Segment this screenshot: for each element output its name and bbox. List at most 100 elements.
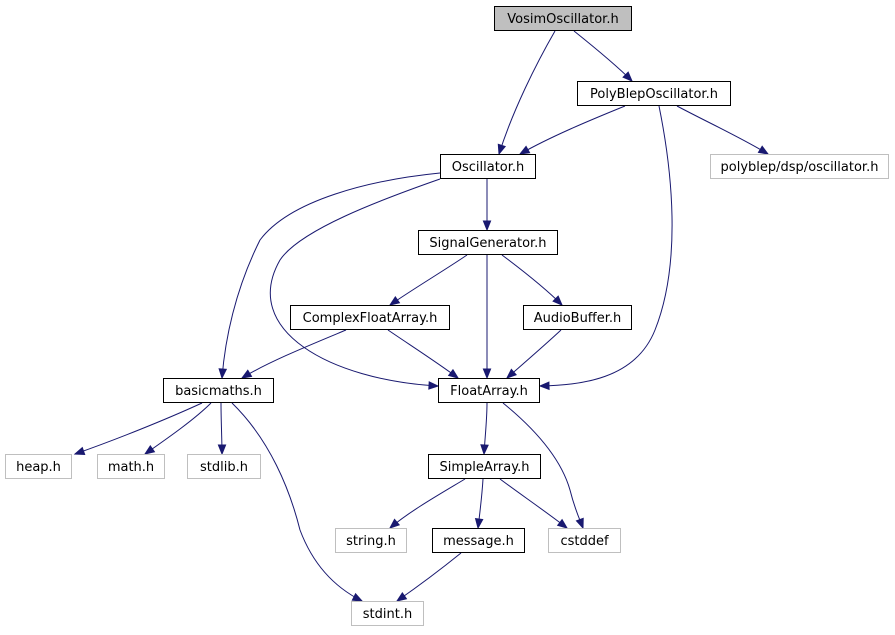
edge-arrowhead (556, 518, 569, 529)
edge-arrowhead (552, 295, 563, 306)
edge-vosim-to-oscillator (497, 30, 556, 156)
edge-arrowhead (482, 368, 492, 380)
node-label: heap.h (16, 460, 61, 475)
edge-arrowhead (447, 368, 460, 379)
edge-line (499, 478, 568, 529)
edge-line (389, 254, 468, 306)
node-label: message.h (443, 534, 514, 549)
node-oscillator[interactable]: Oscillator.h (440, 154, 536, 179)
node-siggen[interactable]: SignalGenerator.h (418, 230, 558, 255)
edge-line (498, 30, 556, 155)
node-box (523, 305, 632, 330)
edge-oscillator-to-basicmaths (218, 172, 441, 380)
edge-basicmaths-to-heap (73, 402, 203, 455)
edge-line (389, 478, 466, 529)
edge-arrowhead (217, 444, 227, 456)
edges-layer (73, 30, 770, 602)
edge-line (387, 329, 459, 379)
node-pbdsp: polyblep/dsp/oscillator.h (710, 154, 889, 179)
edge-line (241, 329, 347, 379)
node-box (335, 528, 407, 553)
node-label: FloatArray.h (450, 384, 528, 399)
edge-polyblep-to-pbdsp (676, 105, 770, 155)
edge-siggen-to-audiobuf (501, 254, 563, 306)
edge-simplearray-to-message (474, 478, 484, 530)
node-label: polyblep/dsp/oscillator.h (721, 160, 879, 175)
node-label: math.h (108, 460, 154, 475)
edge-basicmaths-to-stdint (231, 402, 364, 602)
edge-line (573, 30, 633, 82)
node-box (440, 154, 536, 179)
node-box (97, 454, 165, 479)
edge-complexfa-to-basicmaths (240, 329, 347, 379)
node-label: PolyBlepOscillator.h (590, 87, 718, 102)
edge-arrowhead (538, 381, 550, 391)
node-audiobuf[interactable]: AudioBuffer.h (523, 305, 632, 330)
node-cstddef: cstddef (548, 528, 621, 553)
edge-arrowhead (395, 592, 408, 602)
node-box (548, 528, 621, 553)
edge-polyblep-to-oscillator (518, 105, 626, 155)
node-box (163, 378, 274, 403)
node-box (577, 81, 731, 106)
node-math: math.h (97, 454, 165, 479)
edge-line (519, 105, 626, 155)
node-box (438, 378, 540, 403)
edge-message-to-stdint (395, 552, 462, 602)
edge-arrowhead (518, 145, 531, 155)
node-label: cstddef (560, 534, 609, 549)
edge-arrowhead (143, 444, 156, 455)
node-label: VosimOscillator.h (507, 12, 618, 27)
edge-basicmaths-to-stdlib (217, 402, 227, 456)
node-box (428, 454, 541, 479)
node-floatarray[interactable]: FloatArray.h (438, 378, 540, 403)
edge-line (506, 329, 562, 379)
edge-arrowhead (351, 592, 364, 602)
edge-arrowhead (757, 145, 770, 155)
edge-line (502, 402, 584, 529)
edge-audiobuf-to-floatarray (505, 329, 562, 379)
edge-siggen-to-floatarray (482, 254, 492, 380)
node-vosim[interactable]: VosimOscillator.h (494, 6, 632, 31)
node-label: ComplexFloatArray.h (303, 311, 438, 326)
node-box (290, 305, 450, 330)
edge-arrowhead (474, 518, 484, 530)
node-label: AudioBuffer.h (534, 311, 622, 326)
edge-oscillator-to-siggen (482, 178, 492, 232)
node-stdlib: stdlib.h (187, 454, 261, 479)
edge-line (676, 105, 769, 155)
edge-line (396, 552, 462, 602)
node-polyblep[interactable]: PolyBlepOscillator.h (577, 81, 731, 106)
edge-line (501, 254, 563, 306)
edge-siggen-to-complexfa (388, 254, 468, 306)
node-label: stdint.h (363, 607, 412, 622)
edge-complexfa-to-floatarray (387, 329, 460, 379)
node-message[interactable]: message.h (432, 528, 525, 553)
edge-arrowhead (575, 517, 584, 530)
edge-line (231, 402, 363, 602)
node-box (5, 454, 72, 479)
node-box (710, 154, 889, 179)
node-label: basicmaths.h (175, 384, 262, 399)
node-complexfa[interactable]: ComplexFloatArray.h (290, 305, 450, 330)
edge-simplearray-to-cstddef (499, 478, 569, 529)
edge-basicmaths-to-math (143, 402, 212, 455)
node-box (432, 528, 525, 553)
edge-line (74, 402, 203, 455)
node-label: string.h (346, 534, 396, 549)
edge-vosim-to-polyblep (573, 30, 633, 82)
node-box (351, 601, 424, 626)
edge-arrowhead (497, 143, 507, 156)
node-basicmaths[interactable]: basicmaths.h (163, 378, 274, 403)
node-box (494, 6, 632, 31)
edge-line (269, 178, 441, 387)
edge-oscillator-to-floatarray (269, 178, 441, 390)
node-simplearray[interactable]: SimpleArray.h (428, 454, 541, 479)
edge-line (221, 172, 441, 379)
node-box (187, 454, 261, 479)
edge-arrowhead (480, 444, 489, 456)
node-box (418, 230, 558, 255)
edge-line (144, 402, 212, 455)
node-label: SignalGenerator.h (429, 236, 546, 251)
